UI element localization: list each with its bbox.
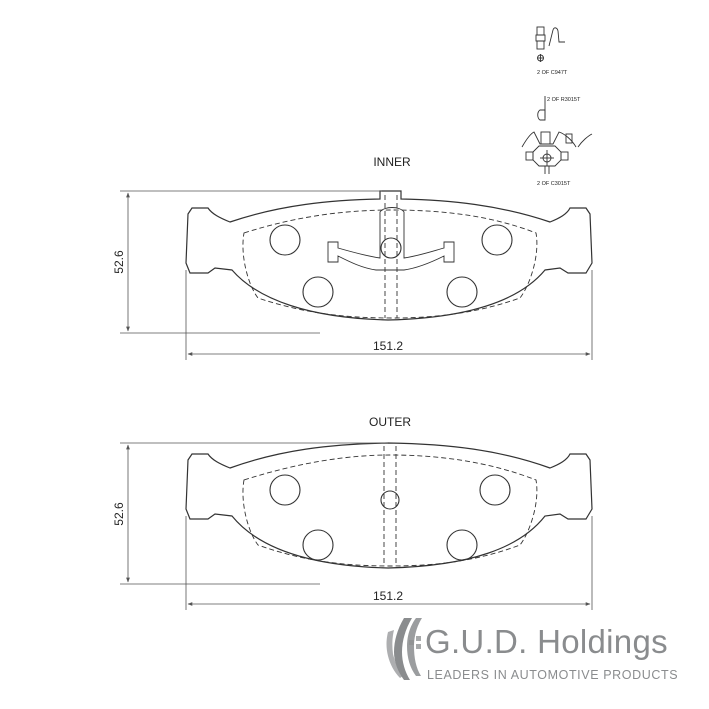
outer-hole-top-left xyxy=(269,474,301,506)
outer-view-label: OUTER xyxy=(369,415,411,429)
inner-width-value: 151.2 xyxy=(373,339,403,353)
accessory-clip-2-label: 2 OF R3015T xyxy=(547,97,581,103)
accessory-clip-1-label: 2 OF C947T xyxy=(537,70,568,76)
outer-hole-bottom-right xyxy=(446,529,478,561)
brand-tagline: LEADERS IN AUTOMOTIVE PRODUCTS xyxy=(427,668,678,682)
inner-backing-plate xyxy=(185,190,593,321)
inner-height-value: 52.6 xyxy=(112,250,126,274)
accessory-clip-3-label: 2 OF C3015T xyxy=(537,181,571,187)
inner-spring-clip xyxy=(327,207,455,271)
brand-logo: G.U.D. Holdings LEADERS IN AUTOMOTIVE PR… xyxy=(386,618,678,682)
outer-hole-bottom-left xyxy=(302,529,334,561)
accessory-clip-2: 2 OF R3015T xyxy=(537,96,581,121)
outer-hole-centre xyxy=(380,490,400,510)
accessory-clip-3: 2 OF C3015T xyxy=(521,131,593,187)
inner-friction-outline xyxy=(242,209,538,319)
brand-name: G.U.D. Holdings xyxy=(425,623,668,660)
inner-hole-bottom-left xyxy=(302,276,334,308)
inner-hole-top-left xyxy=(269,224,301,256)
outer-height-value: 52.6 xyxy=(112,502,126,526)
inner-hole-top-right xyxy=(481,224,513,256)
accessory-clip-1: 2 OF C947T xyxy=(535,26,568,76)
inner-view: INNER 52.6 151.2 xyxy=(112,155,593,360)
outer-view: OUTER 52.6 151.2 xyxy=(112,415,593,610)
outer-width-value: 151.2 xyxy=(373,589,403,603)
outer-hole-top-right xyxy=(479,474,511,506)
outer-backing-plate xyxy=(185,442,593,569)
gud-swoosh-icon xyxy=(386,618,422,680)
inner-hole-bottom-right xyxy=(446,276,478,308)
inner-hole-centre xyxy=(380,237,402,259)
outer-friction-outline xyxy=(242,454,538,567)
inner-view-label: INNER xyxy=(373,155,411,169)
